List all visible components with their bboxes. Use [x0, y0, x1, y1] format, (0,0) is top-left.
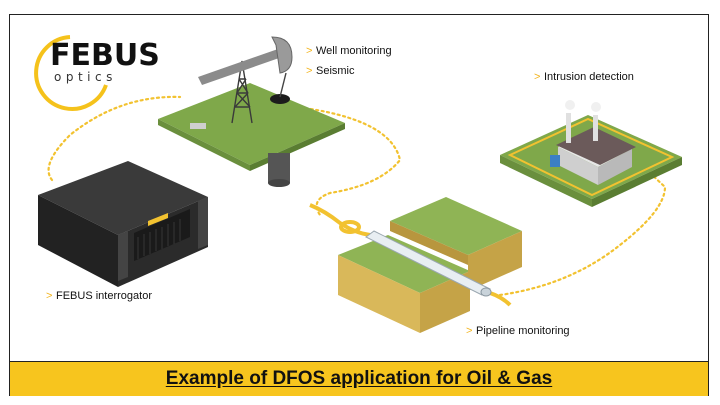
fiber-coil — [309, 203, 512, 307]
label-interrogator: > FEBUS interrogator — [46, 290, 152, 302]
svg-text:Seismic: Seismic — [316, 65, 355, 77]
horse-head — [271, 36, 293, 74]
dfos-diagram: FEBUS optics — [34, 35, 682, 337]
label-well: > Well monitoring — [306, 45, 392, 57]
caption-bar: Example of DFOS application for Oil & Ga… — [10, 361, 708, 396]
industrial-site — [500, 100, 682, 207]
well-platform — [158, 36, 345, 187]
perimeter-fence — [507, 117, 675, 197]
svg-text:Pipeline monitoring: Pipeline monitoring — [476, 325, 570, 337]
svg-text:>: > — [534, 71, 540, 83]
figure-caption: Example of DFOS application for Oil & Ga… — [165, 368, 553, 389]
logo-arc — [34, 35, 108, 111]
pumpjack-beam — [198, 49, 282, 85]
pipe — [365, 230, 492, 297]
svg-text:Well monitoring: Well monitoring — [316, 45, 392, 57]
interrogator-logo-plate — [148, 213, 168, 226]
febus-interrogator — [38, 161, 208, 287]
well-hole — [270, 94, 290, 104]
febus-logo: FEBUS optics — [34, 35, 160, 111]
derrick — [231, 60, 253, 124]
svg-text:>: > — [46, 290, 52, 302]
label-seismic: > Seismic — [306, 65, 355, 77]
pipeline-trench — [338, 197, 522, 333]
svg-text:>: > — [306, 45, 312, 57]
svg-text:FEBUS interrogator: FEBUS interrogator — [56, 290, 152, 302]
svg-text:Intrusion detection: Intrusion detection — [544, 71, 634, 83]
logo-name: FEBUS — [50, 38, 160, 73]
label-pipeline: > Pipeline monitoring — [466, 325, 570, 337]
label-intrusion: > Intrusion detection — [534, 71, 634, 83]
svg-text:>: > — [466, 325, 472, 337]
logo-subtitle: optics — [54, 70, 117, 84]
svg-text:>: > — [306, 65, 312, 77]
